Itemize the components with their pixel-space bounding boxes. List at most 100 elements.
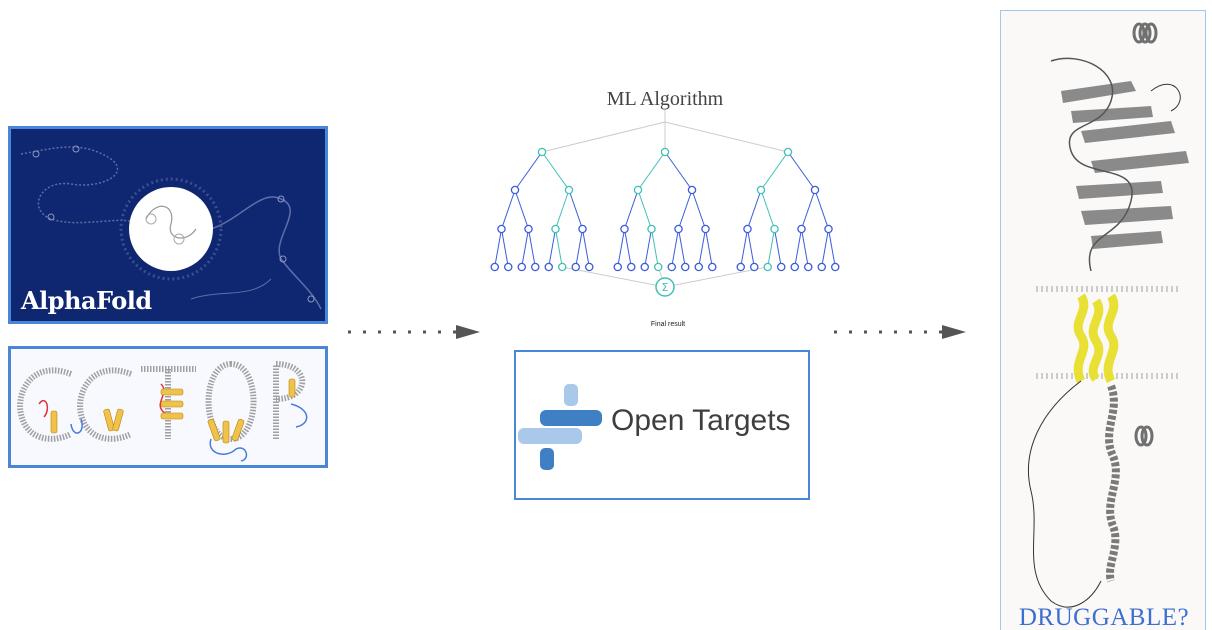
tree-edge	[747, 228, 755, 268]
protein-structure-graphic	[1027, 22, 1189, 608]
tree-edge	[637, 189, 652, 230]
tree-edge	[514, 189, 529, 230]
tree-edge	[575, 228, 583, 268]
tree-node	[749, 262, 759, 272]
tree-edge	[644, 228, 652, 268]
open-targets-label: Open Targets	[611, 404, 791, 437]
tree-edge	[555, 228, 563, 268]
tree-edge	[568, 189, 583, 230]
tree-edge	[671, 228, 679, 268]
tree-node	[503, 262, 513, 272]
sum-node	[655, 277, 675, 297]
tree-node	[776, 262, 786, 272]
tree-node	[756, 185, 766, 195]
tree-edge	[740, 228, 748, 268]
tree-node	[633, 185, 643, 195]
tree-edge	[691, 189, 706, 230]
tree-node	[490, 262, 499, 272]
tree-edge	[678, 228, 686, 268]
open-targets-logo-card: Open Targets	[514, 350, 810, 500]
tree-node	[571, 262, 581, 272]
tree-node	[810, 185, 820, 195]
tree-edge	[494, 228, 502, 268]
tree-node	[517, 262, 527, 272]
tree-edge	[698, 228, 706, 268]
tree-edge	[501, 189, 516, 230]
tree-node	[626, 262, 636, 272]
leaf-to-sum-connector	[562, 266, 666, 288]
tree-node	[613, 262, 622, 272]
sum-symbol: Σ	[662, 281, 669, 294]
title-connector	[664, 121, 789, 153]
tree-edge	[521, 228, 529, 268]
tree-edge	[801, 189, 816, 230]
tree-node	[585, 262, 594, 272]
tree-edge	[760, 151, 789, 191]
title-connector	[541, 121, 666, 153]
tree-node	[707, 262, 717, 272]
protein-structure-card: DRUGGABLE?	[1000, 10, 1206, 630]
tree-node	[701, 224, 710, 234]
tree-node	[687, 185, 697, 195]
tree-node	[817, 262, 826, 272]
cctop-logo-card	[8, 346, 328, 468]
tree-node	[770, 224, 779, 234]
tree-node	[524, 224, 533, 234]
tree-edge	[828, 228, 836, 268]
tree-node	[647, 224, 656, 234]
tree-node	[830, 262, 840, 272]
tree-node	[653, 262, 663, 272]
tree-node	[578, 224, 587, 234]
tree-node	[537, 147, 547, 157]
tree-edge	[705, 228, 713, 268]
tree-edge	[514, 151, 543, 191]
tree-node	[694, 262, 703, 272]
tree-node	[620, 224, 629, 234]
random-forest-diagram: Σ	[490, 110, 840, 297]
tree-node	[783, 147, 793, 157]
tree-edge	[747, 189, 762, 230]
tree-edge	[582, 228, 590, 268]
tree-node	[564, 185, 574, 195]
tree-edge	[617, 228, 625, 268]
arrow-to-algorithm	[348, 325, 480, 339]
alphafold-logo-card: AlphaFold	[8, 126, 328, 324]
tree-node	[674, 224, 683, 234]
tree-edge	[637, 151, 666, 191]
leaf-to-sum-connector	[664, 266, 768, 288]
tree-node	[680, 262, 690, 272]
tree-edge	[794, 228, 802, 268]
tree-node	[497, 224, 506, 234]
tree-node	[667, 262, 676, 272]
tree-edge	[821, 228, 829, 268]
tree-edge	[548, 228, 556, 268]
tree-edge	[774, 228, 782, 268]
tree-edge	[541, 151, 570, 191]
tree-node	[824, 224, 833, 234]
tree-edge	[767, 228, 775, 268]
tree-node	[743, 224, 752, 234]
tree-edge	[624, 189, 639, 230]
tree-edge	[624, 228, 632, 268]
tree-node	[736, 262, 745, 272]
tree-edge	[528, 228, 536, 268]
alphafold-structure-graphic	[20, 145, 322, 310]
tree-node	[803, 262, 813, 272]
tree-node	[510, 185, 520, 195]
tree-edge	[501, 228, 509, 268]
tree-edge	[787, 151, 816, 191]
tree-node	[660, 147, 670, 157]
tree-edge	[760, 189, 775, 230]
tree-edge	[555, 189, 570, 230]
ml-algorithm-title: ML Algorithm	[606, 88, 724, 110]
tree-edge	[678, 189, 693, 230]
tree-edge	[651, 228, 659, 268]
final-result-label: Final result	[650, 321, 686, 328]
tree-node	[640, 262, 649, 272]
druggable-label: DRUGGABLE?	[1018, 604, 1190, 630]
tree-node	[790, 262, 799, 272]
tree-edge	[664, 151, 693, 191]
tree-node	[797, 224, 806, 234]
tree-node	[544, 262, 554, 272]
tree-node	[558, 262, 567, 272]
